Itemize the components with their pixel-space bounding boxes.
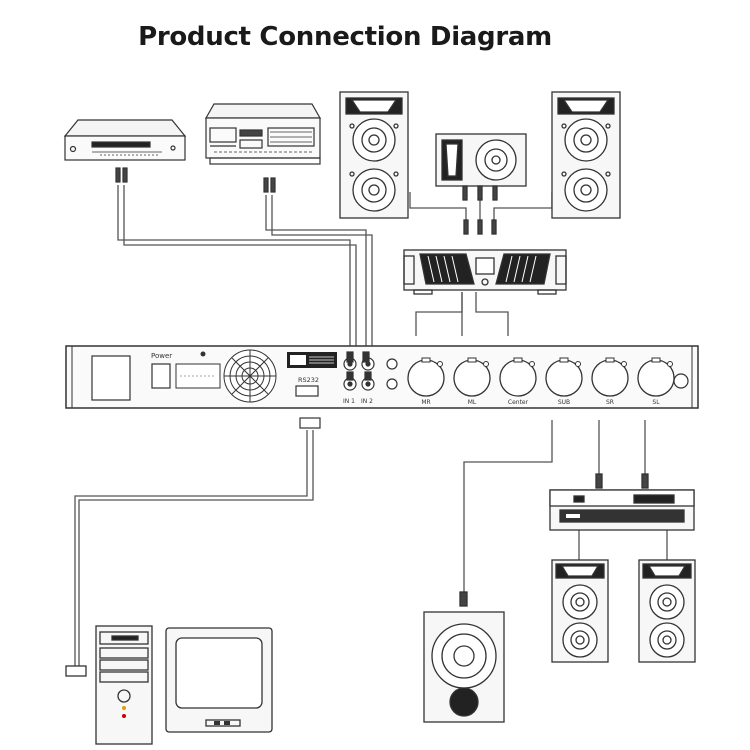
input-label-2: IN 2 [361, 398, 373, 405]
input-label-1: IN 1 [343, 398, 355, 405]
cooling-fan [223, 349, 277, 403]
speaker-surround-right [551, 559, 609, 663]
dvd-player [63, 119, 187, 183]
xlr-label-center: Center [508, 399, 529, 406]
ground-screw [200, 351, 206, 357]
speaker-center [435, 133, 527, 201]
xlr-label-sub: SUB [558, 399, 570, 406]
iec-power-socket [91, 355, 131, 401]
cable-dvd-in1-b [123, 185, 357, 370]
xlr-label-sr: SR [606, 399, 614, 406]
speaker-front-right [551, 91, 621, 219]
xlr-output-sl: SL [637, 357, 675, 406]
xlr-label-ml: ML [468, 399, 477, 406]
xlr-output-sr: SR [591, 357, 629, 406]
cable-deck-in2-a [265, 195, 367, 370]
audio-processor: Power RS232 [65, 345, 699, 409]
computer-monitor [165, 627, 273, 733]
power-amplifier-top [403, 219, 567, 295]
cable-rs232-pc-b [78, 430, 314, 668]
cables [74, 185, 668, 668]
rca-inputs [343, 351, 398, 391]
cable-sub-subwoofer [463, 420, 553, 596]
xlr-output-center: Center [499, 357, 537, 406]
diagram-title: Product Connection Diagram [138, 22, 552, 52]
xlr-output-mr: MR [407, 357, 445, 406]
rs232-cable-connector [299, 417, 321, 429]
power-amplifier-bottom [549, 473, 695, 531]
cable-rs232-pc-a [74, 430, 308, 668]
speaker-front-left [339, 91, 409, 219]
cable-spk-left-amp [409, 192, 467, 220]
cable-deck-in2-b [271, 195, 373, 370]
computer-tower [65, 625, 153, 745]
rs232-label: RS232 [298, 376, 319, 384]
cable-amp-mr [415, 292, 463, 336]
xlr-output-sub: SUB [545, 357, 583, 406]
aux-knob [673, 373, 689, 389]
rs232-port [295, 385, 319, 397]
power-label: Power [151, 352, 172, 360]
cassette-deck [204, 103, 322, 193]
xlr-label-mr: MR [421, 399, 430, 406]
speaker-surround-left [638, 559, 696, 663]
xlr-output-ml: ML [453, 357, 491, 406]
power-switch [151, 363, 171, 389]
xlr-label-sl: SL [652, 399, 660, 406]
subwoofer [423, 591, 505, 723]
cable-amp-center [475, 292, 509, 336]
xlr-outputs: MR ML Center SUB SR SL [407, 357, 675, 406]
cable-dvd-in1-a [117, 185, 351, 370]
cable-spk-right-amp [493, 192, 553, 220]
